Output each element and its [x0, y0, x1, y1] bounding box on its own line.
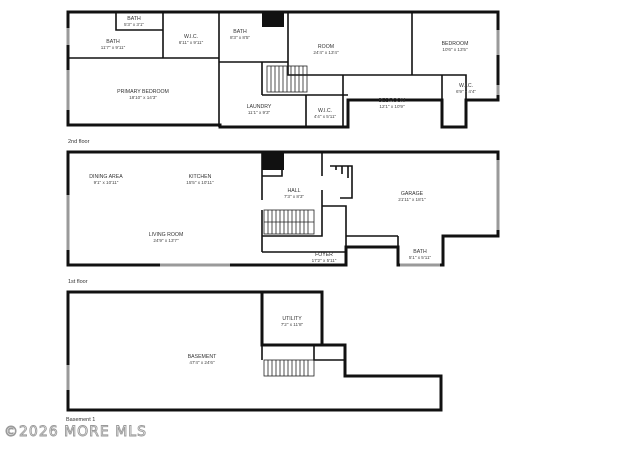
- basement-stairs: [263, 359, 315, 377]
- room-name-wic-top: W.I.C.: [184, 34, 198, 40]
- basement-interior-walls: [261, 345, 345, 361]
- room-dim-bath-top: 11'7" x 9'11": [101, 45, 126, 50]
- room-name-primary-bedroom: PRIMARY BEDROOM: [117, 89, 169, 95]
- copyright-watermark: ©2026 MORE MLS: [4, 424, 147, 440]
- room-name-bath-top: BATH: [106, 39, 120, 45]
- room-name-bath-mid: BATH: [233, 29, 247, 35]
- room-dim-laundry: 11'1" x 9'3": [248, 110, 271, 115]
- room-dim-bath-small: 5'3" x 3'1": [124, 22, 144, 27]
- room-name-wic-right: W.I.C.: [459, 83, 473, 89]
- room-name-hall: HALL: [288, 188, 301, 194]
- room-dim-bath-foyer: 5'1" x 5'11": [409, 255, 432, 260]
- second-floor-stairs: [266, 65, 308, 93]
- room-name-kitchen: KITCHEN: [189, 174, 212, 180]
- room-name-foyer: FOYER: [315, 252, 333, 258]
- basement-plan: UTILITY 7'2" x 11'8" BASEMENT 47'4" x 24…: [66, 290, 443, 423]
- room-name-basement: BASEMENT: [188, 354, 217, 360]
- room-name-bedroom-nw: BEDROOM: [442, 41, 469, 47]
- room-dim-basement: 47'4" x 24'6": [189, 360, 215, 365]
- room-dim-wic-top: 6'11" x 9'11": [179, 40, 204, 45]
- room-dim-garage: 21'11" x 18'1": [398, 197, 426, 202]
- room-dim-living: 24'9" x 13'7": [153, 238, 179, 243]
- room-name-dining: DINING AREA: [89, 174, 123, 180]
- floor-label-second: 2nd floor: [68, 139, 90, 145]
- floor-label-first: 1st floor: [68, 279, 88, 285]
- first-floor-interior-walls: [261, 152, 399, 265]
- room-dim-wic-right: 6'9" x 4'4": [456, 89, 476, 94]
- room-dim-foyer: 17'2" x 5'11": [312, 258, 337, 263]
- second-floor-chimney: [262, 13, 284, 27]
- room-dim-wic-small: 4'4" x 5'11": [314, 114, 337, 119]
- basement-utility-wall: [262, 290, 324, 345]
- room-name-wic-small: W.I.C.: [318, 108, 332, 114]
- basement-outer-wall: [66, 290, 443, 412]
- room-name-garage: GARAGE: [401, 191, 424, 197]
- room-dim-bedroom-nw: 10'6" x 13'5": [442, 47, 468, 52]
- second-floor-interior-walls: [68, 12, 467, 127]
- room-dim-dining: 9'1" x 10'11": [94, 180, 119, 185]
- room-name-room: ROOM: [318, 44, 334, 50]
- floor-label-basement: Basement 1: [66, 417, 95, 423]
- first-floor-stairs: [263, 209, 315, 235]
- room-name-bedroom-mid: BEDROOM: [379, 98, 406, 104]
- room-dim-bath-mid: 8'3" x 8'5": [230, 35, 250, 40]
- garage-stairs: [330, 165, 353, 199]
- first-floor-chimney: [262, 153, 284, 170]
- second-floor-plan: BATH 5'3" x 3'1" BATH 11'7" x 9'11" W.I.…: [66, 10, 500, 145]
- room-name-living: LIVING ROOM: [149, 232, 184, 238]
- room-dim-hall: 7'3" x 8'3": [284, 194, 304, 199]
- room-dim-utility: 7'2" x 11'8": [281, 322, 304, 327]
- room-name-utility: UTILITY: [282, 316, 302, 322]
- room-name-bath-small: BATH: [127, 16, 141, 22]
- room-dim-room: 24'4" x 13'4": [313, 50, 339, 55]
- room-name-bath-foyer: BATH: [413, 249, 427, 255]
- room-name-laundry: LAUNDRY: [247, 104, 272, 110]
- room-dim-bedroom-mid: 12'1" x 10'9": [379, 104, 405, 109]
- room-dim-kitchen: 15'5" x 10'11": [186, 180, 214, 185]
- room-dim-primary-bedroom: 18'10" x 14'3": [129, 95, 157, 100]
- first-floor-plan: DINING AREA 9'1" x 10'11" KITCHEN 15'5" …: [66, 150, 500, 285]
